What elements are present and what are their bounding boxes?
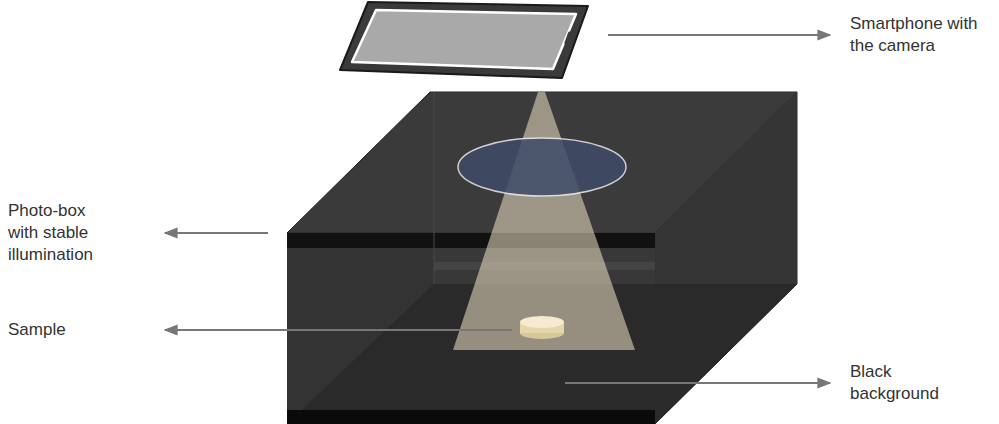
leader-arrow [165, 329, 512, 331]
leader-arrow [165, 232, 268, 234]
box-bottom-rim [287, 410, 655, 424]
leader-arrow [565, 382, 830, 384]
callout-label: Photo-box with stable illumination [8, 200, 118, 266]
sample-top [520, 316, 564, 328]
smartphone-notch [564, 31, 576, 47]
inner-edge [434, 92, 435, 284]
smartphone-body [340, 2, 588, 78]
leader-arrow [608, 34, 830, 36]
callout-label: Black background [850, 361, 960, 405]
box-rim [287, 233, 655, 248]
smartphone-screen [352, 10, 576, 69]
callout-label: Smartphone with the camera [850, 13, 990, 57]
light-cone [453, 92, 635, 350]
lens-window [458, 138, 626, 196]
callout-label: Sample [8, 319, 148, 341]
